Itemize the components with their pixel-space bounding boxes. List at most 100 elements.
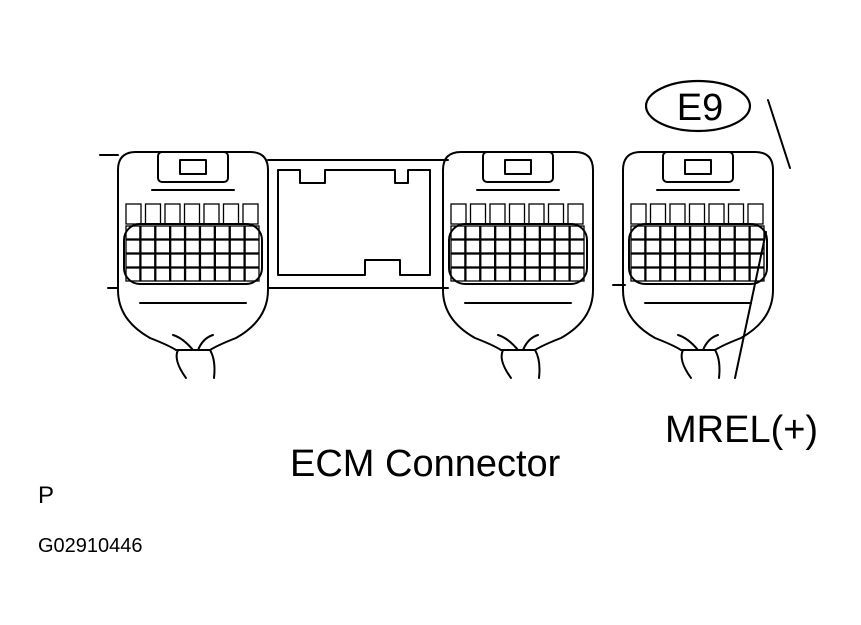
terminal-cell <box>704 267 720 282</box>
connector-id-badge: E9 <box>644 79 752 133</box>
terminal-cell <box>184 253 201 268</box>
terminal-cell <box>465 253 481 268</box>
terminal-cell <box>140 267 156 282</box>
terminal-cell <box>155 253 171 268</box>
terminal-cell <box>689 239 706 254</box>
terminal-cell <box>524 225 540 240</box>
terminal-cavity <box>708 203 725 225</box>
terminal-cell <box>539 267 555 282</box>
terminal-block <box>628 223 768 285</box>
terminal-cell <box>734 267 750 282</box>
terminal-cell <box>719 253 735 268</box>
terminal-cell <box>140 239 156 254</box>
terminal-cell <box>184 225 201 240</box>
terminal-block <box>448 223 588 285</box>
terminal-cell <box>214 253 230 268</box>
connector-latch <box>482 151 554 183</box>
terminal-cell <box>509 239 526 254</box>
terminal-cavity <box>242 203 259 225</box>
terminal-cell <box>569 253 585 268</box>
terminal-cell <box>524 239 540 254</box>
terminal-cell <box>155 225 171 240</box>
terminal-cell <box>554 225 570 240</box>
terminal-cavity <box>125 203 142 225</box>
terminal-cell <box>125 239 141 254</box>
terminal-cavity <box>630 203 647 225</box>
terminal-cell <box>495 225 511 240</box>
terminal-cell <box>480 253 496 268</box>
terminal-cell <box>199 253 215 268</box>
terminal-cavity <box>203 203 220 225</box>
terminal-cell <box>140 225 156 240</box>
housing-frame <box>99 154 626 289</box>
terminal-cell <box>125 253 141 268</box>
terminal-cell <box>125 267 141 282</box>
figure-code: G02910446 <box>38 535 143 557</box>
terminal-cell <box>554 239 570 254</box>
terminal-cell <box>140 253 156 268</box>
terminal-cell <box>630 225 646 240</box>
terminal-cell <box>509 253 526 268</box>
terminal-cell <box>199 239 215 254</box>
terminal-cell <box>689 267 706 282</box>
terminal-cavity <box>688 203 706 225</box>
terminal-cell <box>569 239 585 254</box>
terminal-cell <box>214 225 230 240</box>
terminal-cell <box>214 239 230 254</box>
terminal-cell <box>244 239 260 254</box>
terminal-cell <box>480 267 496 282</box>
connector-1 <box>117 151 269 379</box>
terminal-cell <box>125 225 141 240</box>
terminal-cell <box>184 267 201 282</box>
terminal-cell <box>524 253 540 268</box>
terminal-cell <box>660 225 676 240</box>
terminal-cell <box>229 267 245 282</box>
terminal-cell <box>675 225 691 240</box>
connector-latch <box>662 151 734 183</box>
terminal-cavity <box>183 203 201 225</box>
terminal-cell <box>719 267 735 282</box>
terminal-cell <box>719 239 735 254</box>
terminal-cell <box>734 253 750 268</box>
terminal-cavity <box>164 203 181 225</box>
terminal-cell <box>509 267 526 282</box>
terminal-cell <box>199 225 215 240</box>
mrel-leader-line <box>734 231 767 379</box>
terminal-cell <box>229 225 245 240</box>
connector-3 <box>622 151 774 379</box>
terminal-cell <box>554 267 570 282</box>
terminal-cell <box>524 267 540 282</box>
terminal-cell <box>155 267 171 282</box>
terminal-cell <box>450 267 466 282</box>
terminal-label: MREL(+) <box>665 409 818 451</box>
terminal-cell <box>630 253 646 268</box>
terminal-cell <box>465 239 481 254</box>
blank-housing-block <box>277 169 431 276</box>
terminal-cell <box>170 267 186 282</box>
terminal-cavity <box>727 203 745 225</box>
latch-button <box>504 159 532 175</box>
terminal-cavity <box>567 203 584 225</box>
latch-button <box>179 159 207 175</box>
wire-harness <box>172 334 216 379</box>
terminal-block <box>123 223 263 285</box>
terminal-cell <box>719 225 735 240</box>
terminal-cell <box>569 225 585 240</box>
terminal-cell <box>184 239 201 254</box>
terminal-cell <box>539 253 555 268</box>
terminal-cavity <box>489 203 506 225</box>
terminal-cell <box>704 253 720 268</box>
terminal-cavity <box>669 203 686 225</box>
terminal-cell <box>450 225 466 240</box>
terminal-cell <box>244 253 260 268</box>
terminal-cell <box>749 225 765 240</box>
terminal-cavity <box>450 203 467 225</box>
terminal-cell <box>480 239 496 254</box>
terminal-cavity <box>649 203 667 225</box>
terminal-cell <box>734 225 750 240</box>
e9-leader-line <box>767 99 791 169</box>
terminal-cell <box>509 225 526 240</box>
terminal-cavity <box>508 203 526 225</box>
terminal-cell <box>660 253 676 268</box>
